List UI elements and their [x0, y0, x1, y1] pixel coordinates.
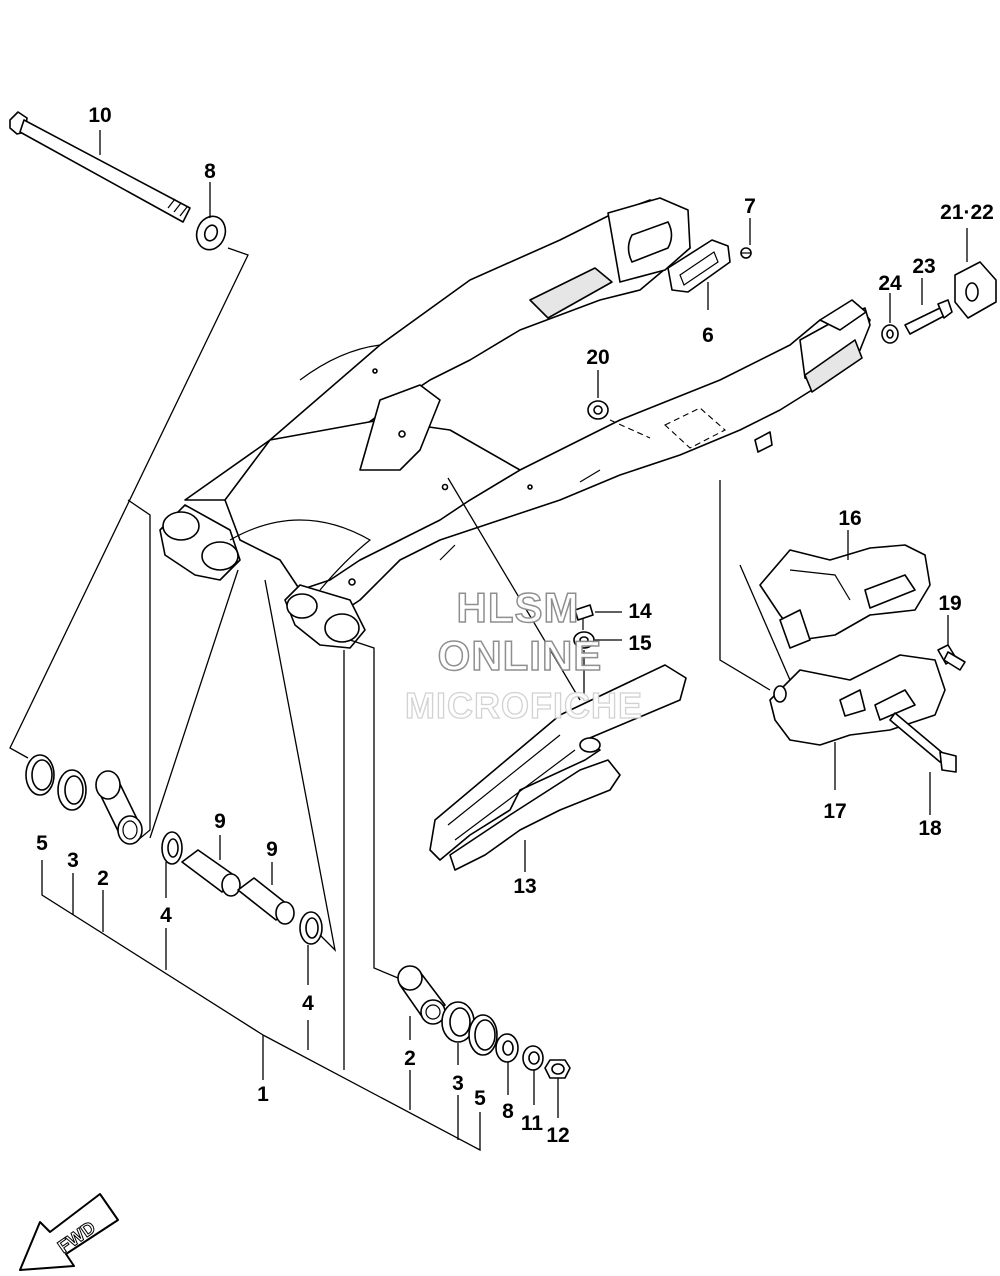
right-needle-bearing-part	[397, 965, 446, 1025]
center-collar-b-part	[237, 877, 295, 925]
callout-3-left: 3	[67, 849, 79, 872]
callout-17: 17	[823, 800, 846, 823]
chain-adjuster-plate-part	[667, 239, 731, 293]
leader-lines	[9, 130, 968, 1152]
forward-arrow-icon: FWD	[19, 1193, 119, 1271]
callout-7: 7	[744, 195, 756, 218]
callout-4-left: 4	[160, 904, 172, 927]
swingarm-part	[159, 197, 871, 649]
guide-bolt-small-part	[937, 644, 966, 671]
pivot-nut-part	[544, 1059, 571, 1079]
callout-8-bottom: 8	[502, 1100, 514, 1123]
callout-2-left: 2	[97, 867, 109, 890]
callout-18: 18	[918, 817, 942, 840]
watermark-line-3: MICROFICHE	[405, 685, 643, 726]
callout-8-top: 8	[204, 160, 216, 183]
watermark-line-1: HLSM	[457, 584, 580, 631]
pivot-washer-part	[195, 215, 227, 251]
adjuster-screw-part	[740, 247, 752, 259]
right-washer-part	[495, 1033, 519, 1063]
adjuster-block-part	[954, 261, 997, 319]
right-seal-part	[468, 1014, 498, 1056]
guide-bolt-long-part	[889, 712, 957, 773]
callout-1: 1	[257, 1083, 269, 1106]
callout-12: 12	[546, 1124, 569, 1147]
adjuster-bolt-part	[904, 299, 953, 335]
callout-2-right: 2	[404, 1047, 416, 1070]
left-spacer-washer-part	[161, 831, 183, 865]
left-needle-bearing-part	[95, 770, 143, 845]
callout-5-right: 5	[474, 1087, 486, 1110]
slider-washer-part	[573, 631, 595, 649]
chain-guide-lower-part	[769, 654, 946, 746]
watermark-line-2: ONLINE	[438, 632, 603, 679]
callout-3-right: 3	[452, 1072, 464, 1095]
callout-16: 16	[838, 507, 861, 530]
chain-slider-part	[429, 664, 687, 871]
guide-nut-part	[587, 400, 609, 420]
lock-washer-part	[522, 1045, 544, 1071]
slider-screw-part	[574, 604, 594, 630]
chain-guide-upper-part	[759, 544, 931, 649]
callout-20: 20	[586, 346, 609, 369]
callout-14: 14	[628, 600, 652, 623]
callout-labels: 10 8 7 21·22 23 24 6 20 16 14 15 19 17 1…	[36, 104, 994, 1147]
pivot-bolt-part	[9, 111, 191, 223]
left-seal-part	[25, 754, 55, 796]
callout-13: 13	[513, 875, 536, 898]
center-collar-a-part	[181, 849, 241, 897]
right-spacer-washer-part	[299, 911, 323, 945]
watermark: HLSM ONLINE MICROFICHE	[404, 583, 643, 726]
callout-6: 6	[702, 324, 714, 347]
callout-23: 23	[912, 255, 935, 278]
adjuster-nut-part	[881, 324, 899, 344]
callout-11: 11	[521, 1112, 544, 1135]
callout-9-b: 9	[266, 838, 278, 861]
callout-9-a: 9	[214, 810, 226, 833]
left-dust-seal-part	[57, 769, 87, 811]
callout-15: 15	[628, 632, 652, 655]
callout-4-right: 4	[302, 992, 314, 1015]
callout-21-22: 21·22	[940, 201, 994, 224]
callout-24: 24	[878, 272, 902, 295]
callout-5-left: 5	[36, 832, 48, 855]
callout-19: 19	[938, 592, 961, 615]
callout-10: 10	[88, 104, 111, 127]
